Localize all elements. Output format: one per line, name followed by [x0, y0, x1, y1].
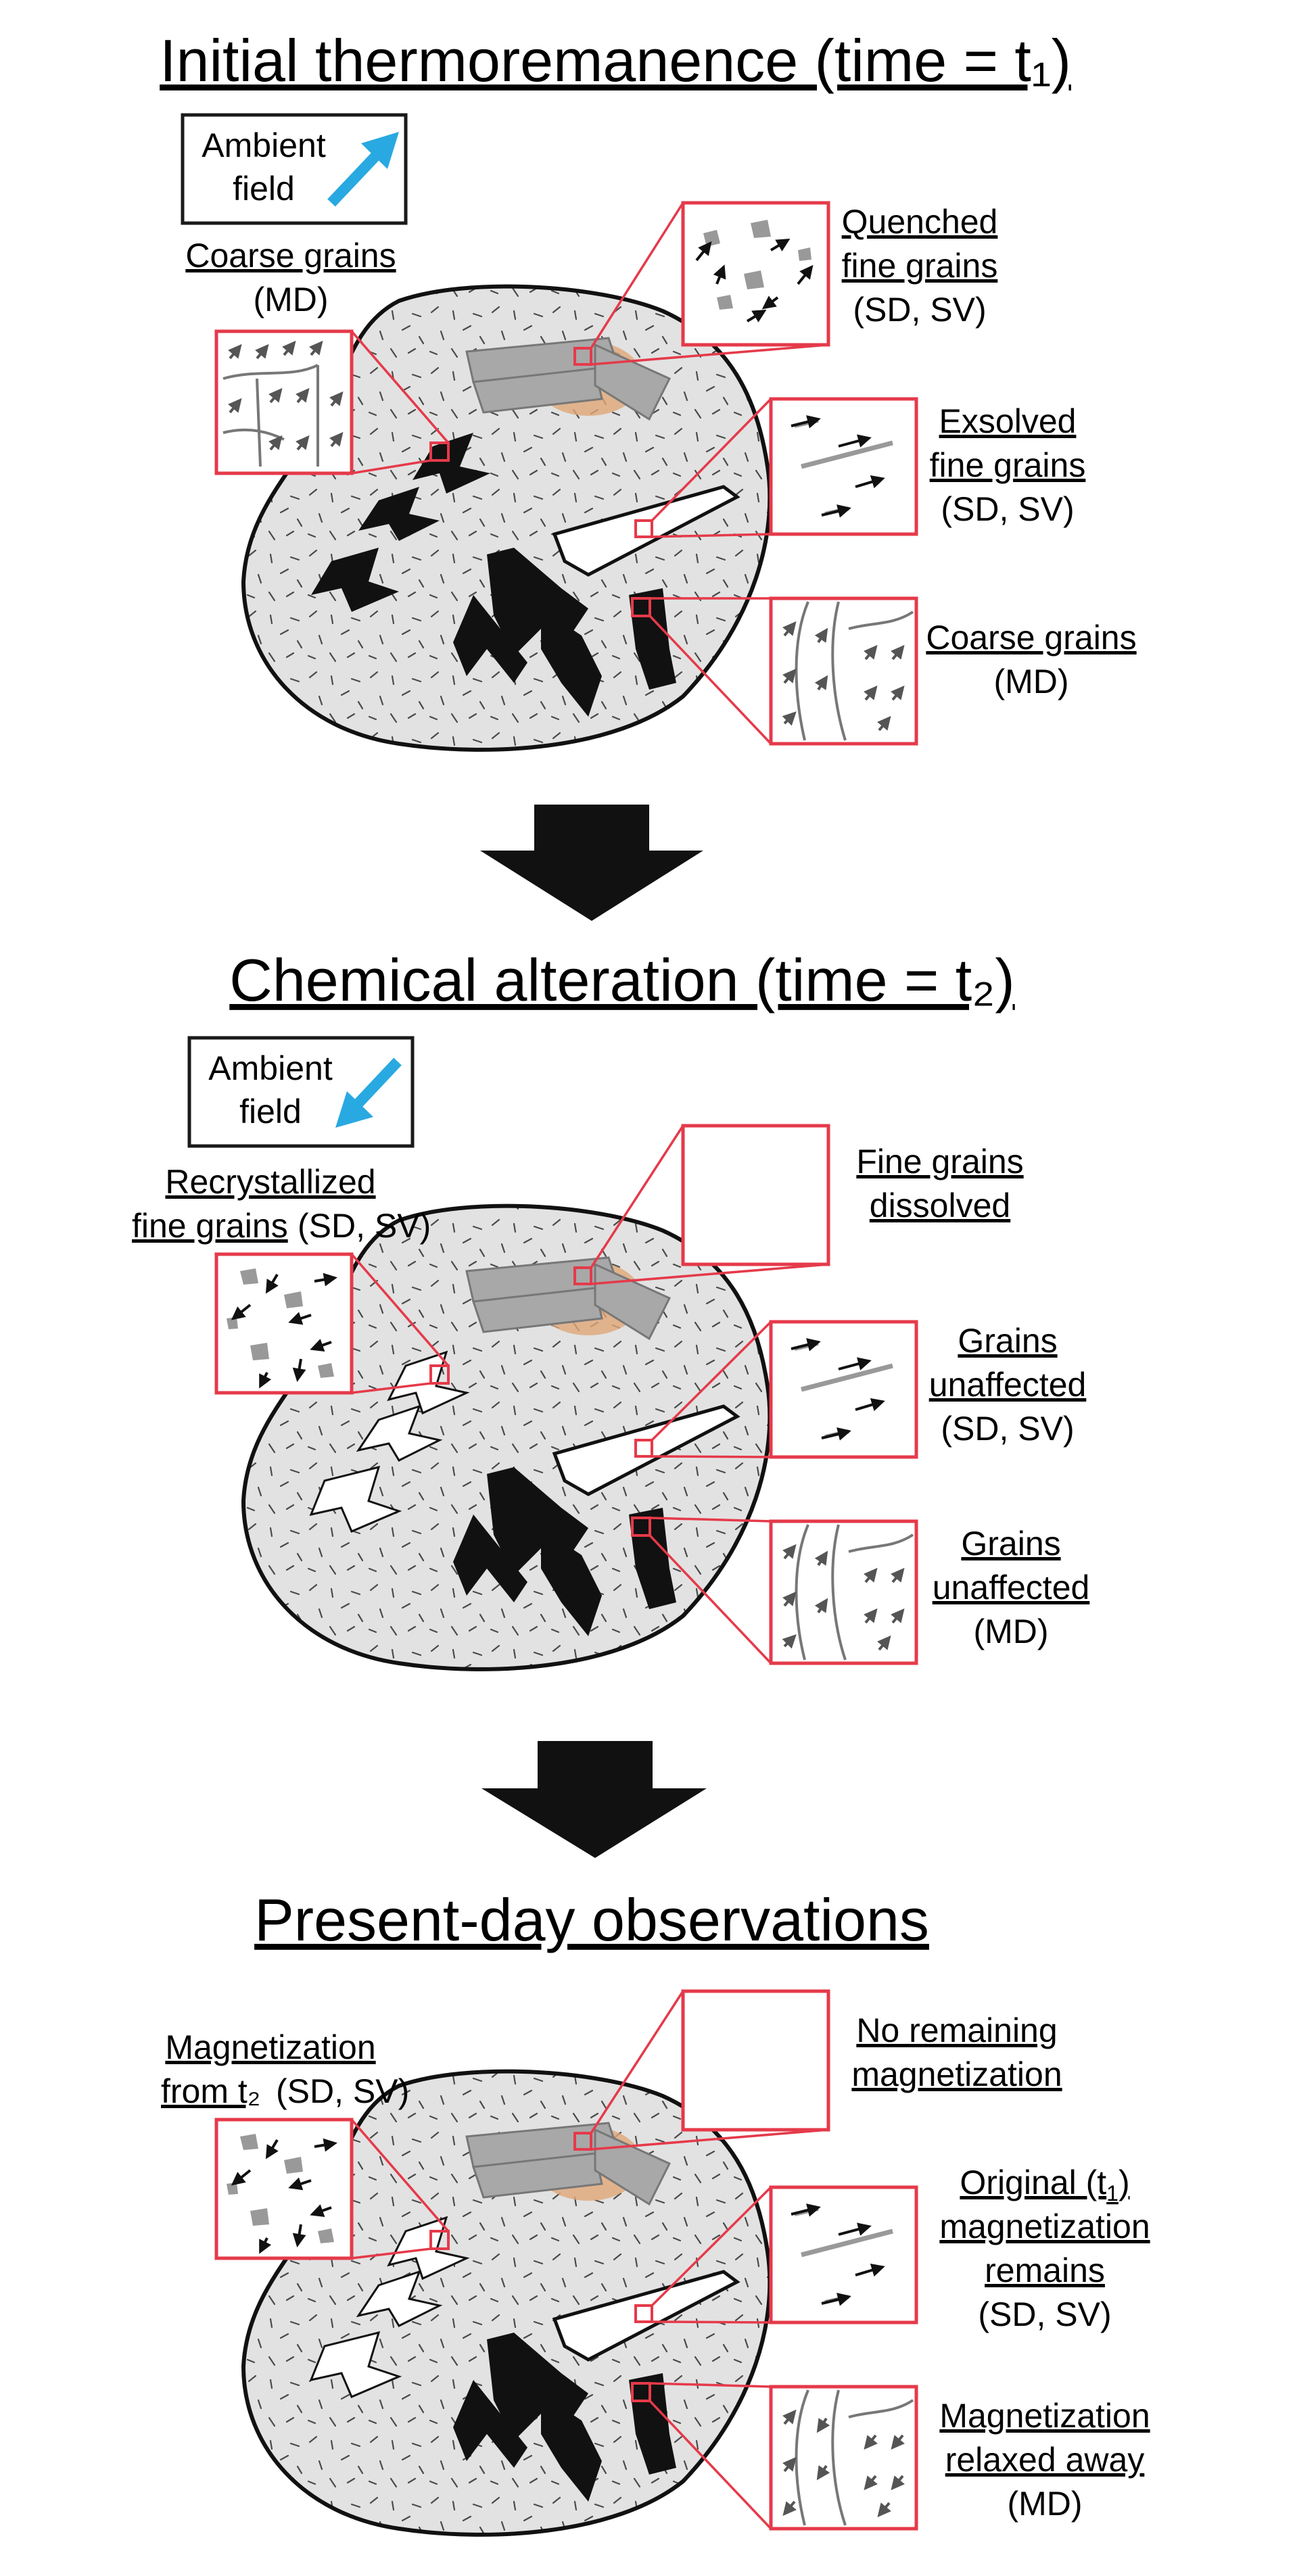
inset-no-remaining-magnetization: [681, 1989, 830, 2132]
ambient-field-box: Ambient field: [187, 1036, 415, 1148]
panel-present-day: Present-day observations: [161, 1886, 1150, 2537]
label-original-magnetization: Original (t1) magnetization remains (SD,…: [939, 2164, 1150, 2333]
svg-text:(SD, SV): (SD, SV): [941, 490, 1074, 528]
inset-grains-unaffected-sd: [769, 1320, 918, 1459]
inset-coarse-grains: [214, 329, 354, 475]
coarse-grains-black: [453, 1467, 676, 1636]
label-quenched-fine-grains: Quenched fine grains (SD, SV): [842, 203, 998, 329]
inset-magnetization-from-t2: [214, 2118, 354, 2260]
svg-text:(SD, SV): (SD, SV): [941, 1410, 1074, 1448]
svg-text:fine grains: fine grains: [930, 446, 1086, 484]
svg-text:dissolved: dissolved: [870, 1187, 1010, 1224]
svg-text:from t₂: from t₂: [161, 2072, 260, 2110]
inset-coarse-grains-right: [769, 596, 918, 746]
svg-text:Quenched: Quenched: [842, 203, 998, 241]
svg-text:Grains: Grains: [961, 1525, 1060, 1563]
inset-grains-unaffected-md: [769, 1519, 918, 1665]
svg-text:magnetization: magnetization: [939, 2208, 1150, 2245]
label-no-remaining-magnetization: No remaining magnetization: [851, 2011, 1062, 2093]
svg-text:(MD): (MD): [253, 281, 328, 318]
svg-text:No remaining: No remaining: [856, 2011, 1057, 2049]
svg-text:Fine grains: Fine grains: [856, 1143, 1023, 1180]
label-recrystallized-fine-grains: Recrystallized fine grains (SD, SV): [132, 1163, 431, 1245]
svg-text:Magnetization: Magnetization: [165, 2028, 375, 2066]
panel-initial-thermoremanence: Initial thermoremanence (time = t₁) Ambi…: [160, 27, 1137, 752]
inset-quenched-fine-grains: [681, 201, 830, 347]
svg-text:unaffected: unaffected: [929, 1366, 1087, 1404]
svg-text:Recrystallized: Recrystallized: [165, 1163, 375, 1201]
panel-chemical-alteration: Chemical alteration (time = t₂) Ambient …: [132, 947, 1090, 1671]
inset-recrystallized-fine-grains: [214, 1252, 354, 1395]
svg-text:remains: remains: [985, 2251, 1105, 2289]
label-grains-unaffected-md: Grains unaffected (MD): [933, 1525, 1090, 1650]
inset-original-magnetization: [769, 2185, 918, 2324]
panel-title: Present-day observations: [254, 1886, 929, 1953]
label-fine-grains-dissolved: Fine grains dissolved: [856, 1143, 1023, 1224]
svg-text:(SD, SV): (SD, SV): [276, 2072, 409, 2110]
inset-fine-grains-dissolved: [681, 1124, 830, 1266]
label-magnetization-relaxed: Magnetization relaxed away (MD): [939, 2397, 1150, 2523]
coarse-grains-black: [453, 2333, 676, 2502]
svg-text:Grains: Grains: [958, 1322, 1057, 1360]
svg-text:(MD): (MD): [993, 663, 1068, 700]
field-arrow-icon: [327, 132, 399, 207]
svg-text:fine grains: fine grains: [842, 247, 998, 285]
label-exsolved-fine-grains: Exsolved fine grains (SD, SV): [930, 402, 1086, 528]
svg-text:Coarse grains: Coarse grains: [185, 237, 396, 275]
svg-text:(SD, SV): (SD, SV): [298, 1207, 431, 1245]
svg-text:unaffected: unaffected: [933, 1569, 1090, 1606]
ambient-field-box: Ambient field: [181, 113, 408, 225]
svg-text:fine grains: fine grains: [132, 1207, 288, 1245]
svg-text:(MD): (MD): [973, 1613, 1048, 1650]
svg-text:relaxed away: relaxed away: [945, 2441, 1145, 2479]
inset-exsolved-fine-grains: [769, 397, 918, 536]
panel-title: Chemical alteration (time = t₂): [229, 947, 1014, 1013]
ambient-label: Ambient: [202, 126, 326, 164]
label-coarse-grains-right: Coarse grains (MD): [926, 619, 1136, 700]
panel-title: Initial thermoremanence (time = t₁): [160, 27, 1071, 94]
label-magnetization-from-t2: Magnetization from t₂ (SD, SV): [161, 2028, 409, 2110]
svg-text:Original (t1): Original (t1): [960, 2164, 1129, 2205]
svg-text:Coarse grains: Coarse grains: [926, 619, 1136, 657]
field-label: field: [239, 1093, 302, 1130]
label-grains-unaffected-sd: Grains unaffected (SD, SV): [929, 1322, 1087, 1448]
svg-text:magnetization: magnetization: [851, 2055, 1062, 2093]
field-arrow-icon: [335, 1057, 402, 1128]
down-arrow-icon: [480, 805, 703, 921]
label-coarse-grains-left: Coarse grains (MD): [185, 237, 396, 318]
svg-text:Magnetization: Magnetization: [939, 2397, 1150, 2435]
coarse-grains-black: [311, 433, 676, 717]
ambient-label: Ambient: [208, 1049, 333, 1087]
svg-text:(MD): (MD): [1007, 2485, 1082, 2523]
svg-text:(SD, SV): (SD, SV): [853, 291, 986, 329]
inset-magnetization-relaxed: [769, 2385, 918, 2531]
svg-text:(SD, SV): (SD, SV): [978, 2295, 1111, 2333]
field-label: field: [233, 170, 295, 208]
svg-text:Exsolved: Exsolved: [939, 402, 1077, 440]
down-arrow-icon: [481, 1741, 707, 1858]
